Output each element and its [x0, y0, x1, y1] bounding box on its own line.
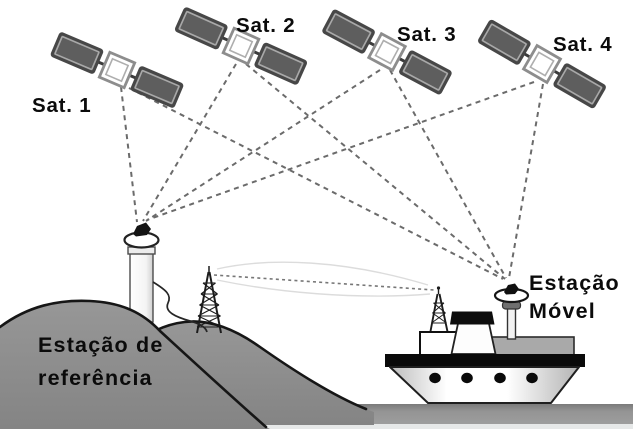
reference-station-label-line2: referência — [38, 366, 153, 390]
ship-mast — [429, 286, 449, 335]
gps-receiver-head — [133, 222, 151, 237]
signal-line-sat2-to-reference — [142, 63, 237, 222]
mobile-station-label-line2: Móvel — [529, 299, 596, 323]
satellite-4-label: Sat. 4 — [553, 33, 613, 56]
deck-stripe — [385, 354, 585, 367]
signal-line-sat1-to-reference — [120, 86, 138, 223]
radio-beam-contour — [216, 261, 431, 297]
signal-line-sat3-to-reference — [145, 69, 381, 222]
reference-station-label-line1: Estação de — [38, 333, 164, 357]
satellite-signal-lines — [120, 63, 544, 280]
signal-line-sat1-to-mobile — [128, 87, 504, 280]
mobile-station-label-line1: Estação — [529, 271, 620, 295]
hill-front — [0, 299, 270, 429]
cabin-gray — [490, 336, 575, 357]
gps-receiver-head — [504, 283, 519, 295]
funnel-cap — [450, 311, 495, 325]
reference-gps-antenna-pillar — [123, 222, 160, 323]
shore-strip — [0, 424, 633, 429]
satellite-3-label: Sat. 3 — [397, 23, 457, 46]
signal-line-sat4-to-reference — [146, 81, 535, 221]
cable — [152, 281, 208, 333]
mobile-gps-antenna — [493, 283, 530, 340]
portholes — [429, 372, 538, 384]
funnel — [450, 322, 497, 355]
satellite-2-label: Sat. 2 — [236, 14, 296, 37]
ship — [385, 283, 585, 404]
signal-line-sat4-to-mobile — [508, 83, 544, 279]
antenna-pole — [506, 307, 517, 340]
satellite-1-label: Sat. 1 — [32, 94, 92, 117]
signal-line-sat3-to-mobile — [389, 69, 507, 279]
